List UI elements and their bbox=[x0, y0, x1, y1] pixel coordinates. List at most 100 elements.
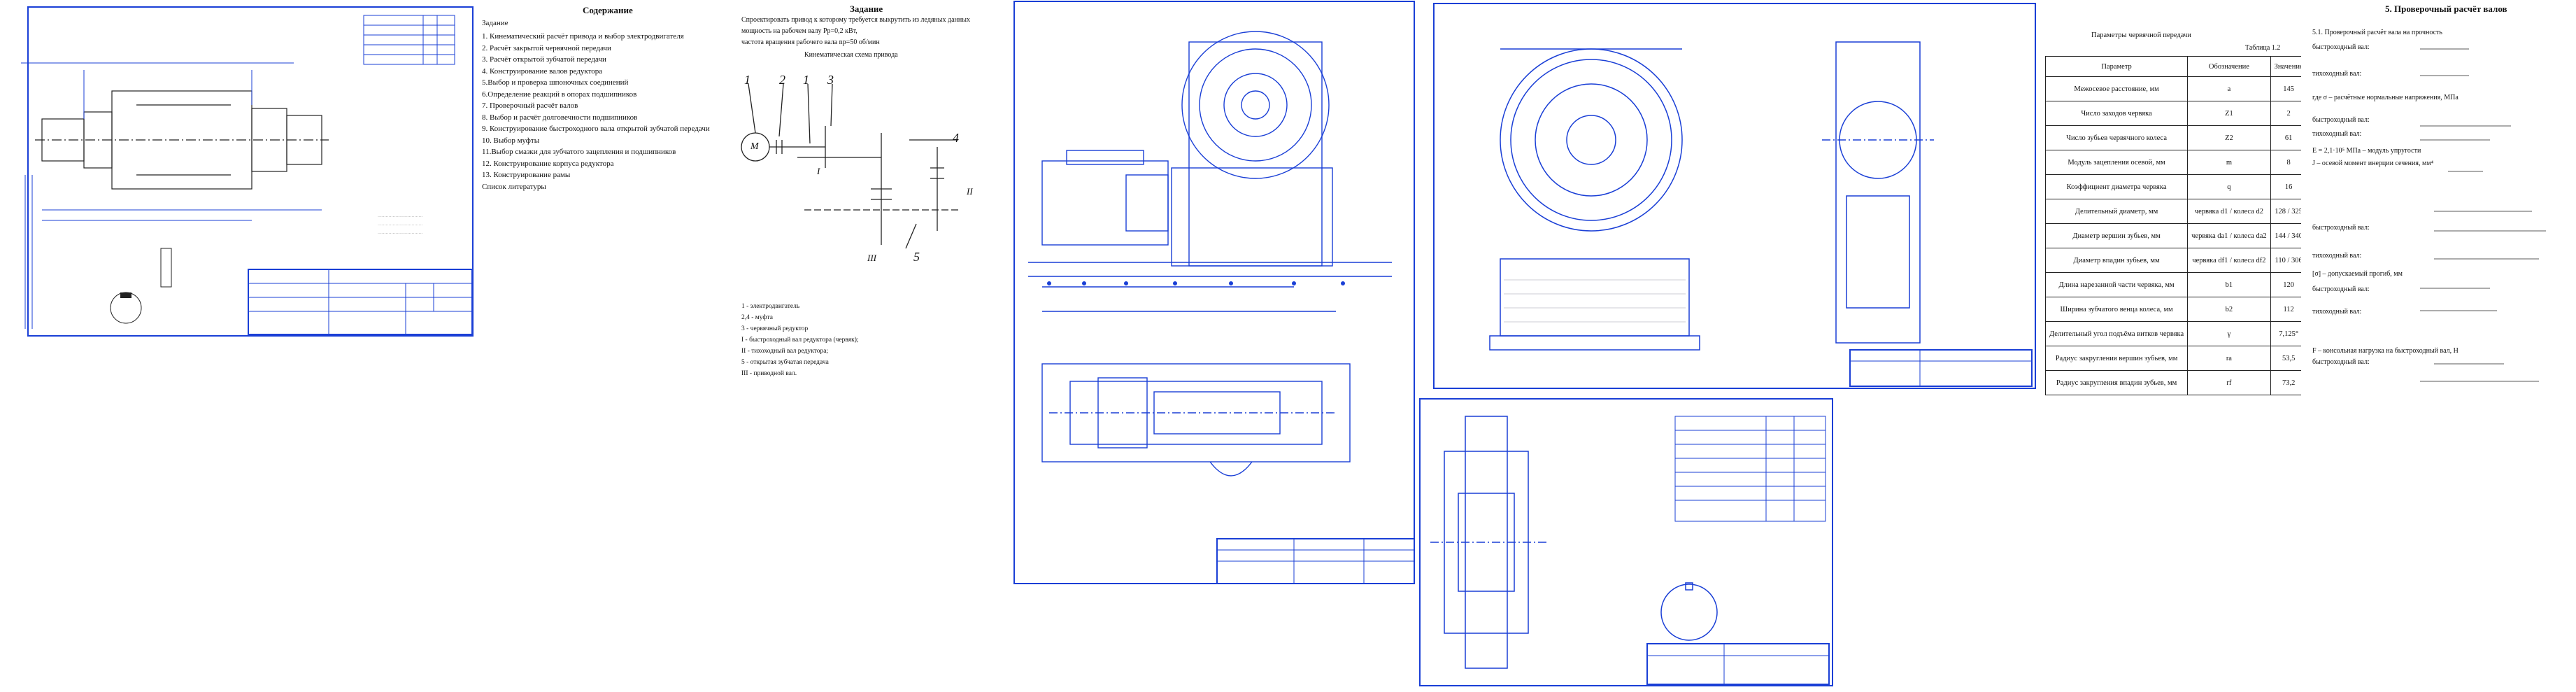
toc-item: 7. Проверочный расчёт валов bbox=[482, 101, 578, 110]
calc-line: тихоходный вал: bbox=[2312, 308, 2362, 316]
gearbox-assembly-drawing-icon bbox=[1013, 1, 1415, 584]
scheme-number: 2 bbox=[779, 73, 785, 87]
table-cell: Межосевое расстояние, мм bbox=[2044, 76, 2189, 101]
worm-wheel-drawing-icon bbox=[1419, 398, 1833, 686]
motor-symbol: М bbox=[750, 141, 759, 152]
task-line: Спроектировать привод к которому требует… bbox=[741, 16, 970, 24]
calc-line: тихоходный вал: bbox=[2312, 130, 2362, 138]
formula-glyphs-icon bbox=[2420, 48, 2546, 382]
toc-item: 5.Выбор и проверка шпоночных соединений bbox=[482, 78, 629, 87]
assembly-drawing-sheet bbox=[1000, 0, 1420, 588]
roman-label: III bbox=[867, 253, 876, 263]
svg-text:..............................: ................................. bbox=[378, 222, 422, 227]
svg-text:..............................: ................................. bbox=[378, 230, 422, 235]
shaft-drawing-sheet: ................................. ......… bbox=[0, 0, 476, 339]
legend-item: 3 - червячный редуктор bbox=[741, 325, 809, 332]
toc-item: 10. Выбор муфты bbox=[482, 136, 540, 145]
table-cell: q bbox=[2187, 174, 2271, 199]
scheme-number: 1 bbox=[803, 73, 809, 87]
svg-text:..............................: ................................. bbox=[378, 213, 422, 218]
table-cell: Коэффициент диаметра червяка bbox=[2044, 174, 2189, 199]
table-cell: Радиус закругления вершин зубьев, мм bbox=[2044, 346, 2189, 371]
table-cell: червяка df1 / колеса df2 bbox=[2187, 248, 2271, 273]
table-cell: Диаметр впадин зубьев, мм bbox=[2044, 248, 2189, 273]
task-page: Задание Спроектировать привод к которому… bbox=[727, 0, 993, 392]
roman-label: I bbox=[817, 166, 820, 176]
legend-item: I - быстроходный вал редуктора (червяк); bbox=[741, 337, 859, 344]
toc-page: Содержание Задание 1. Кинематический рас… bbox=[478, 0, 716, 336]
column-header: Обозначение bbox=[2187, 56, 2271, 77]
legend-item: 2,4 - муфта bbox=[741, 314, 773, 321]
calc-line: где σ – расчётные нормальные напряжения,… bbox=[2312, 94, 2458, 101]
table-cell: Z2 bbox=[2187, 125, 2271, 150]
legend-item: II - тихоходный вал редуктора; bbox=[741, 348, 829, 355]
table-cell: Z1 bbox=[2187, 101, 2271, 126]
table-cell: m bbox=[2187, 150, 2271, 175]
calc-line: E = 2,1·10⁵ МПа – модуль упругости bbox=[2312, 147, 2421, 155]
table-caption: Таблица 1.2 bbox=[2245, 44, 2281, 52]
column-header: Параметр bbox=[2044, 56, 2189, 77]
section-drawing-sheet bbox=[1430, 0, 2039, 392]
scheme-legend: 1 - электродвигатель 2,4 - муфта 3 - чер… bbox=[741, 301, 859, 379]
calc-line: быстроходный вал: bbox=[2312, 116, 2370, 124]
toc-item: 8. Выбор и расчёт долговечности подшипни… bbox=[482, 113, 638, 122]
calc-subheading: 5.1. Проверочный расчёт вала на прочност… bbox=[2312, 29, 2442, 36]
toc-item: Список литературы bbox=[482, 182, 546, 191]
table-cell: 128 / 325 bbox=[2270, 199, 2307, 224]
table-cell: Число зубьев червячного колеса bbox=[2044, 125, 2189, 150]
table-cell: b1 bbox=[2187, 272, 2271, 297]
toc-item: 12. Конструирование корпуса редуктора bbox=[482, 159, 614, 168]
calc-heading: 5. Проверочный расчёт валов bbox=[2385, 3, 2507, 14]
table-cell: 145 bbox=[2270, 76, 2307, 101]
task-line: мощность на рабочем валу Pр=0,2 кВт, bbox=[741, 27, 858, 35]
table-cell: червяка da1 / колеса da2 bbox=[2187, 223, 2271, 248]
task-heading: Задание bbox=[850, 3, 883, 14]
table-cell: γ bbox=[2187, 321, 2271, 346]
calc-line: тихоходный вал: bbox=[2312, 70, 2362, 78]
wheel-drawing-sheet bbox=[1416, 395, 1836, 689]
calc-line: быстроходный вал: bbox=[2312, 358, 2370, 366]
scheme-title: Кинематическая схема привода bbox=[804, 51, 898, 59]
calc-line: быстроходный вал: bbox=[2312, 224, 2370, 232]
parameters-page: Параметры червячной передачи Таблица 1.2… bbox=[2042, 0, 2307, 395]
table-heading: Параметры червячной передачи bbox=[2091, 31, 2191, 39]
table-cell: b2 bbox=[2187, 297, 2271, 322]
table-cell: 8 bbox=[2270, 150, 2307, 175]
table-cell: Число заходов червяка bbox=[2044, 101, 2189, 126]
table-cell: ra bbox=[2187, 346, 2271, 371]
toc-item: 9. Конструирование быстроходного вала от… bbox=[482, 125, 710, 133]
table-cell: a bbox=[2187, 76, 2271, 101]
toc-item: 1. Кинематический расчёт привода и выбор… bbox=[482, 32, 684, 41]
toc-item: 3. Расчёт открытой зубчатой передачи bbox=[482, 55, 606, 64]
toc-item: 11.Выбор смазки для зубчатого зацепления… bbox=[482, 148, 676, 156]
table-cell: 120 bbox=[2270, 272, 2307, 297]
task-line: частота вращения рабочего вала nр=50 об/… bbox=[741, 38, 880, 46]
table-cell: rf bbox=[2187, 370, 2271, 395]
scheme-number: 5 bbox=[913, 250, 920, 264]
toc-item: 4. Конструирование валов редуктора bbox=[482, 66, 603, 76]
toc-intro: Задание bbox=[482, 19, 508, 27]
toc-heading: Содержание bbox=[583, 5, 633, 15]
table-cell: Длина нарезанной части червяка, мм bbox=[2044, 272, 2189, 297]
table-cell: Модуль зацепления осевой, мм bbox=[2044, 150, 2189, 175]
table-cell: Диаметр вершин зубьев, мм bbox=[2044, 223, 2189, 248]
toc-item: 6.Определение реакций в опорах подшипник… bbox=[482, 90, 637, 99]
legend-item: III - приводной вал. bbox=[741, 370, 797, 377]
shaft-drawing-icon: ................................. ......… bbox=[21, 6, 474, 337]
parameters-table: Параметр Обозначение Значение Межосевое … bbox=[2044, 56, 2307, 395]
roman-label: II bbox=[967, 186, 973, 197]
calc-line: [σ] – допускаемый прогиб, мм bbox=[2312, 270, 2403, 278]
toc-item: 2. Расчёт закрытой червячной передачи bbox=[482, 43, 611, 52]
table-cell: червяка d1 / колеса d2 bbox=[2187, 199, 2271, 224]
calc-line: J – осевой момент инерции сечения, мм⁴ bbox=[2312, 160, 2434, 167]
toc-item: 13. Конструирование рамы bbox=[482, 171, 571, 179]
table-cell: Делительный диаметр, мм bbox=[2044, 199, 2189, 224]
calc-line: быстроходный вал: bbox=[2312, 43, 2370, 51]
